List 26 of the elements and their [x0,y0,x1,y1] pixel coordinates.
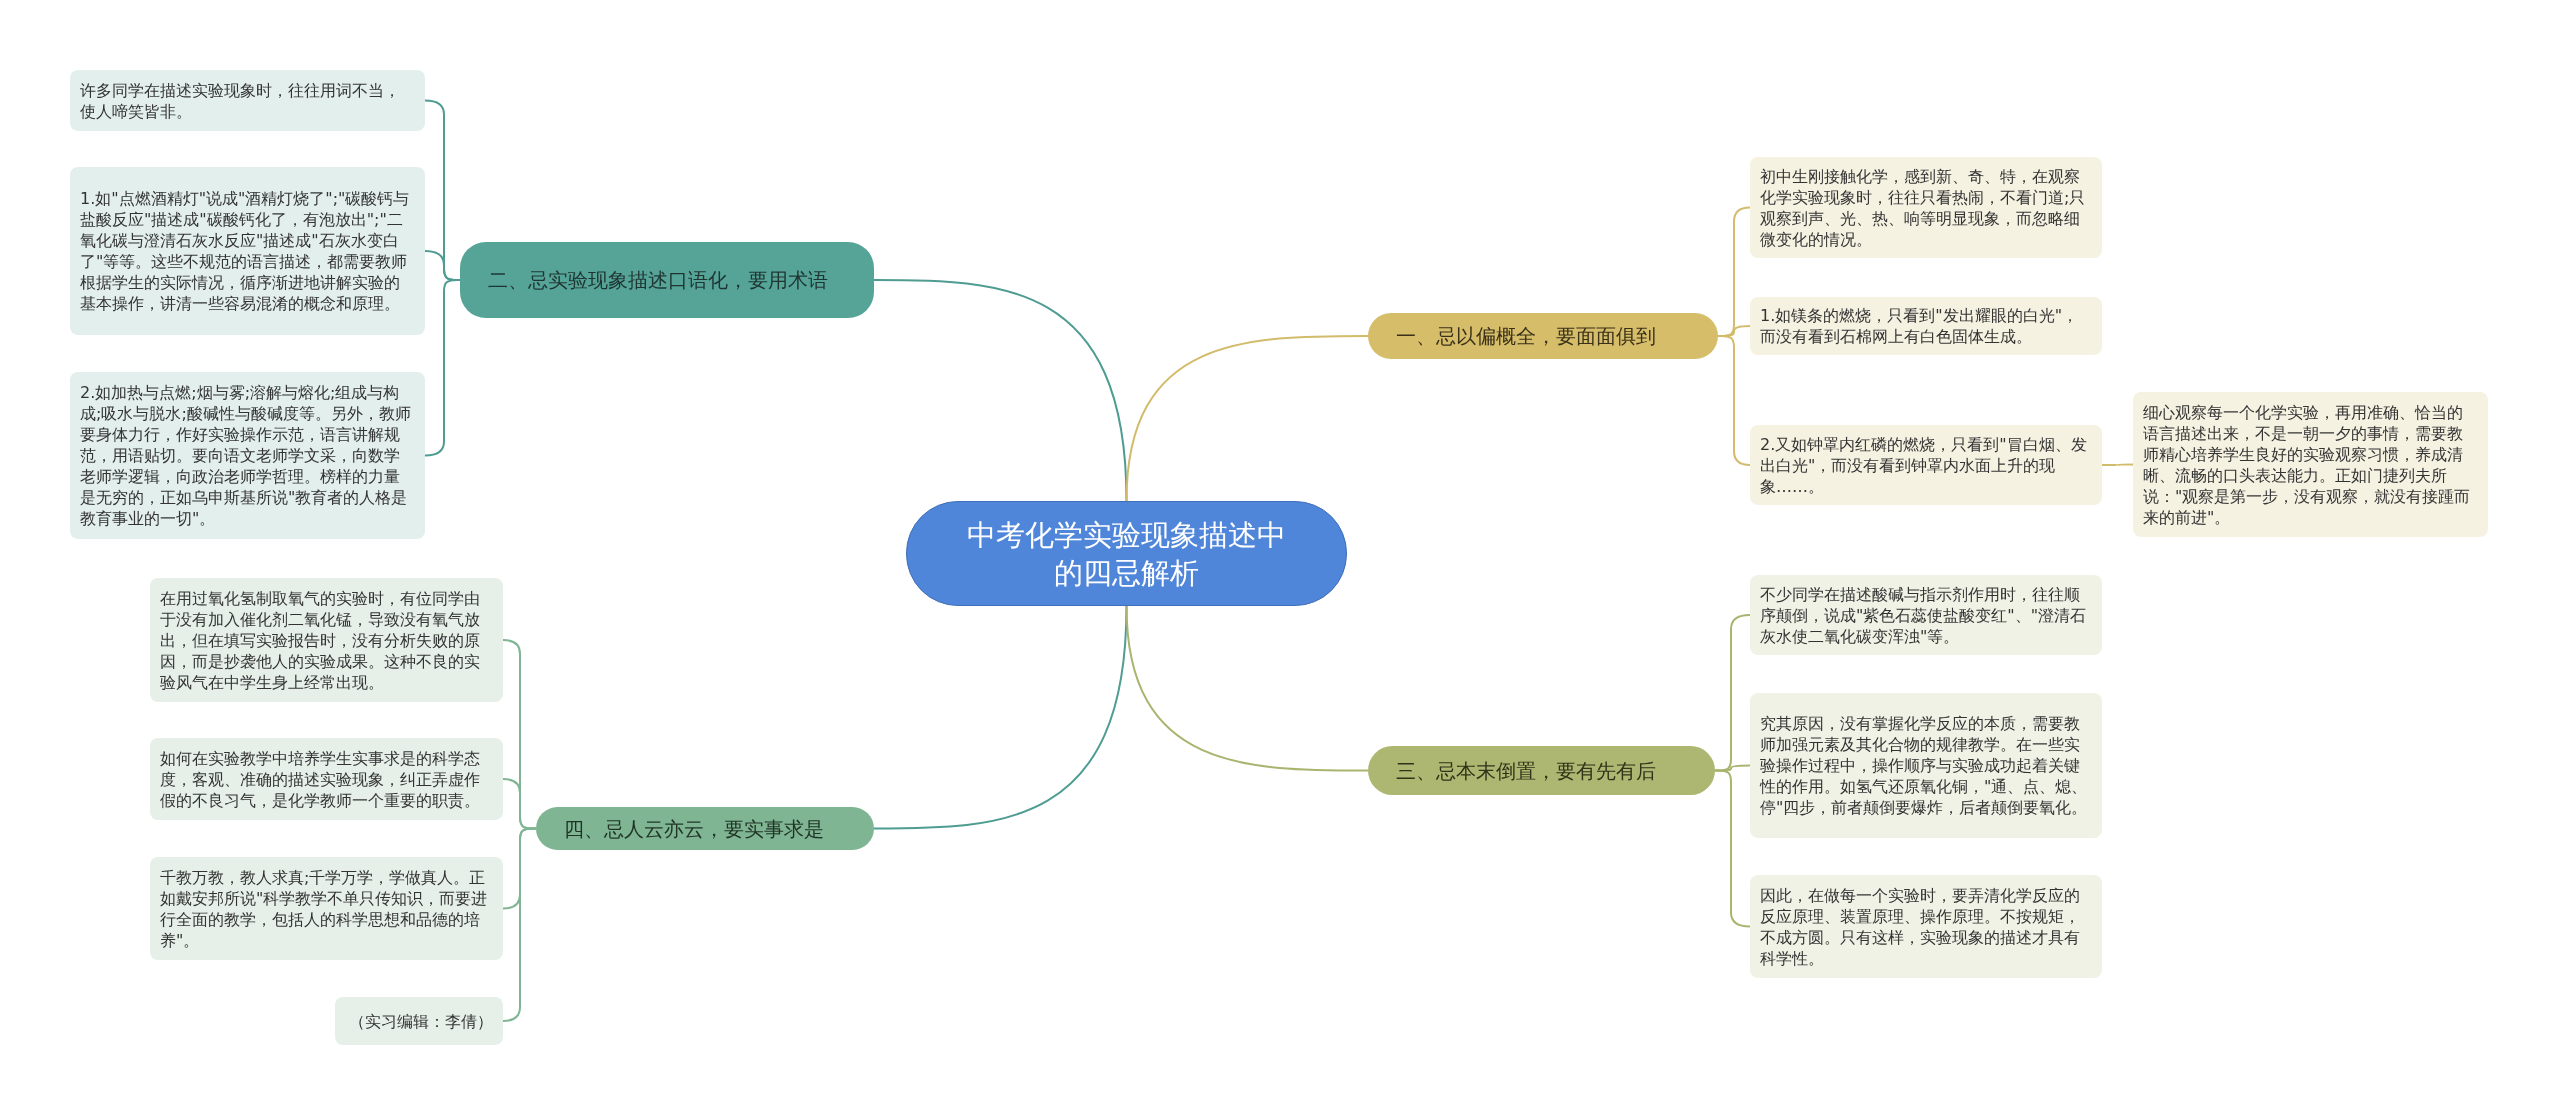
branch-topic: 二、忌实验现象描述口语化，要用术语 [460,242,874,318]
connector-line [873,605,1128,830]
connector-line [2101,463,2134,466]
note-card: 在用过氧化氢制取氧气的实验时，有位同学由于没有加入催化剂二氧化锰，导致没有氧气放出，但在填写实验报告时，没有分析失败的原因，而是抄袭他人的实验成果。这种不良的实验风气在中学生身上经常出现。 [150,578,503,702]
branch-topic: 三、忌本末倒置，要有先有后 [1368,746,1715,795]
note-card: 1.如镁条的燃烧，只看到"发出耀眼的白光"，而没有看到石棉网上有白色固体生成。 [1750,297,2102,355]
note-card: 2.如加热与点燃;烟与雾;溶解与熔化;组成与构成;吸水与脱水;酸碱性与酸碱度等。另外，教师要身体力行，作好实验操作示范，语言讲解规范，用语贴切。要向语文老师学文采，向数学老师学逻辑，向政治老师学哲理。榜样的力量是无穷的，正如乌申斯基所说"教育者的人格是教育事业的一切"。 [70,372,425,539]
branch-topic: 一、忌以偏概全，要面面俱到 [1368,313,1718,359]
note-card: 细心观察每一个化学实验，再用准确、恰当的语言描述出来，不是一朝一夕的事情，需要教师精心培养学生良好的实验观察习惯，养成清晰、流畅的口头表达能力。正如门捷列夫所说："观察是第一步，没有观察，就没有接踵而来的前进"。 [2133,392,2488,537]
note-card: 1.如"点燃酒精灯"说成"酒精灯烧了";"碳酸钙与盐酸反应"描述成"碳酸钙化了，有泡放出";"二氧化碳与澄清石灰水反应"描述成"石灰水变白了"等等。这些不规范的语言描述，都需要教师根据学生的实际情况，循序渐进地讲解实验的基本操作，讲清一些容易混淆的概念和原理。 [70,167,425,335]
central-topic: 中考化学实验现象描述中的四忌解析 [906,501,1347,606]
connector-line [1125,605,1369,772]
note-card: 不少同学在描述酸碱与指示剂作用时，往往顺序颠倒，说成"紫色石蕊使盐酸变红"、"澄清石灰水使二氧化碳变浑浊"等。 [1750,575,2102,655]
connector-line [1125,335,1369,502]
connector-line [873,279,1128,502]
note-card: 初中生刚接触化学，感到新、奇、特，在观察化学实验现象时，往往只看热闹，不看门道;只观察到声、光、热、响等明显现象，而忽略细微变化的情况。 [1750,157,2102,258]
branch-topic: 四、忌人云亦云，要实事求是 [536,807,874,850]
note-card: 千教万教，教人求真;千学万学，学做真人。正如戴安邦所说"科学教学不单只传知识，而要进行全面的教学，包括人的科学思想和品德的培养"。 [150,857,503,960]
note-card: 究其原因，没有掌握化学反应的本质，需要教师加强元素及其化合物的规律教学。在一些实验操作过程中，操作顺序与实验成功起着关键性的作用。如氢气还原氧化铜，"通、点、熄、停"四步，前者颠倒要爆炸，后者颠倒要氧化。 [1750,693,2102,838]
note-card: 许多同学在描述实验现象时，往往用词不当，使人啼笑皆非。 [70,70,425,131]
note-card: （实习编辑：李倩） [335,997,503,1045]
connector-line [1714,769,1751,928]
connector-line [502,827,537,1022]
note-card: 2.又如钟罩内红磷的燃烧，只看到"冒白烟、发出白光"，而没有看到钟罩内水面上升的现象……。 [1750,425,2102,505]
note-card: 如何在实验教学中培养学生实事求是的科学态度，客观、准确的描述实验现象，纠正弄虚作假的不良习气，是化学教师一个重要的职责。 [150,738,503,820]
note-card: 因此，在做每一个实验时，要弄清化学反应的反应原理、装置原理、操作原理。不按规矩，不成方圆。只有这样，实验现象的描述才具有科学性。 [1750,875,2102,978]
